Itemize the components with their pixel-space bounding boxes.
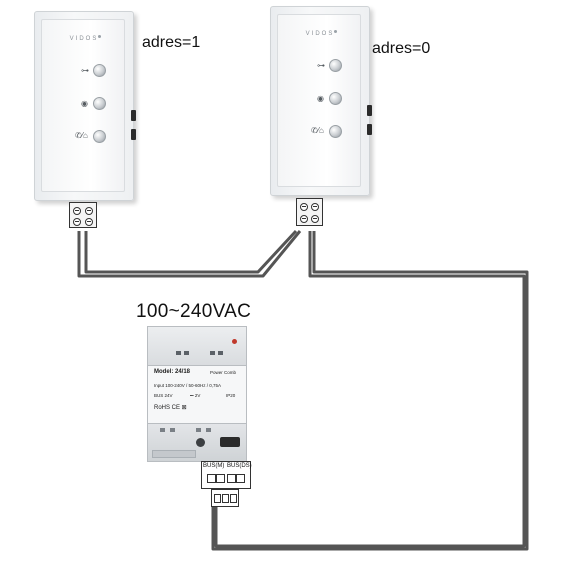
psu-label-plate: Model: 24/18 Power Comb Input 100-240V /… <box>147 366 247 424</box>
psu-ip: IP20 <box>226 393 236 398</box>
bus-ds-label: BUS(DS) <box>227 463 252 469</box>
terminal-screw <box>300 215 308 223</box>
monitor2-terminal <box>296 198 323 226</box>
vent <box>184 351 189 355</box>
vent <box>218 351 223 355</box>
vent <box>176 351 181 355</box>
dc-port <box>196 438 205 447</box>
monitor-2: VIDOS ⊶ ◉ ✆⁄⌂ <box>270 6 372 196</box>
connector-pin <box>214 494 221 503</box>
vent <box>210 351 215 355</box>
terminal-screw <box>73 218 81 226</box>
power-supply: Model: 24/18 Power Comb Input 100-240V /… <box>147 326 247 462</box>
monitor-button[interactable] <box>93 97 106 110</box>
jack-port <box>220 437 240 447</box>
side-switch-top[interactable] <box>367 105 372 116</box>
call-button[interactable] <box>329 125 342 138</box>
psu-input: Input 100-240V / 50-60Hz / 0,75A <box>154 383 222 388</box>
psu-bus: BUS 24V <box>154 393 173 398</box>
call-button[interactable] <box>93 130 106 143</box>
terminal-pin <box>227 474 236 483</box>
wire-main-right <box>211 231 529 551</box>
terminal-screw <box>311 215 319 223</box>
address-label-0: adres=0 <box>372 40 431 57</box>
terminal-screw <box>85 218 93 226</box>
monitor-panel <box>277 14 361 187</box>
brand-logo: VIDOS <box>305 31 335 37</box>
key-icon: ⊶ <box>81 66 89 75</box>
side-switch-bottom[interactable] <box>131 129 136 140</box>
brand-logo: VIDOS <box>69 36 99 42</box>
monitor-button[interactable] <box>329 92 342 105</box>
psu-bus-connector <box>211 489 239 507</box>
camera-icon: ◉ <box>317 94 324 103</box>
monitor-panel <box>41 19 125 192</box>
wire-main-left <box>214 231 526 548</box>
door-button[interactable] <box>93 64 106 77</box>
vent <box>170 428 175 432</box>
key-icon: ⊶ <box>317 61 325 70</box>
handset-icon: ✆⁄⌂ <box>311 126 324 135</box>
terminal-screw <box>300 203 308 211</box>
door-button[interactable] <box>329 59 342 72</box>
psu-marks: RoHS CE ⊠ <box>154 405 187 411</box>
status-led <box>334 30 337 33</box>
din-clip <box>152 450 196 458</box>
vent <box>206 428 211 432</box>
camera-icon: ◉ <box>81 99 88 108</box>
vent <box>196 428 201 432</box>
wire-monitor1-left <box>77 230 302 278</box>
bus-m-label: BUS(M) <box>203 463 225 469</box>
psu-name: Power Comb <box>210 370 237 375</box>
monitor1-terminal <box>69 202 97 228</box>
terminal-pin <box>207 474 216 483</box>
psu-voltage-label: 100~240VAC <box>136 301 252 322</box>
vent <box>160 428 165 432</box>
psu-bus-terminal: BUS(M) BUS(DS) <box>201 461 252 489</box>
psu-bottom <box>147 424 247 462</box>
status-led <box>98 35 101 38</box>
power-led <box>232 339 237 344</box>
psu-model: Model: 24/18 <box>154 369 191 375</box>
connector-pin <box>222 494 229 503</box>
side-switch-bottom[interactable] <box>367 124 372 135</box>
terminal-screw <box>311 203 319 211</box>
terminal-screw <box>73 207 81 215</box>
address-label-1: adres=1 <box>142 34 201 51</box>
wire-monitor1-right <box>84 229 298 274</box>
monitor-1: VIDOS ⊶ ◉ ✆⁄⌂ <box>34 11 136 201</box>
handset-icon: ✆⁄⌂ <box>75 131 88 140</box>
connector-pin <box>230 494 237 503</box>
psu-top <box>147 326 247 366</box>
terminal-screw <box>85 207 93 215</box>
psu-bus-dc: ⎓ 2V <box>190 393 201 398</box>
terminal-pin <box>236 474 245 483</box>
side-switch-top[interactable] <box>131 110 136 121</box>
terminal-pin <box>216 474 225 483</box>
